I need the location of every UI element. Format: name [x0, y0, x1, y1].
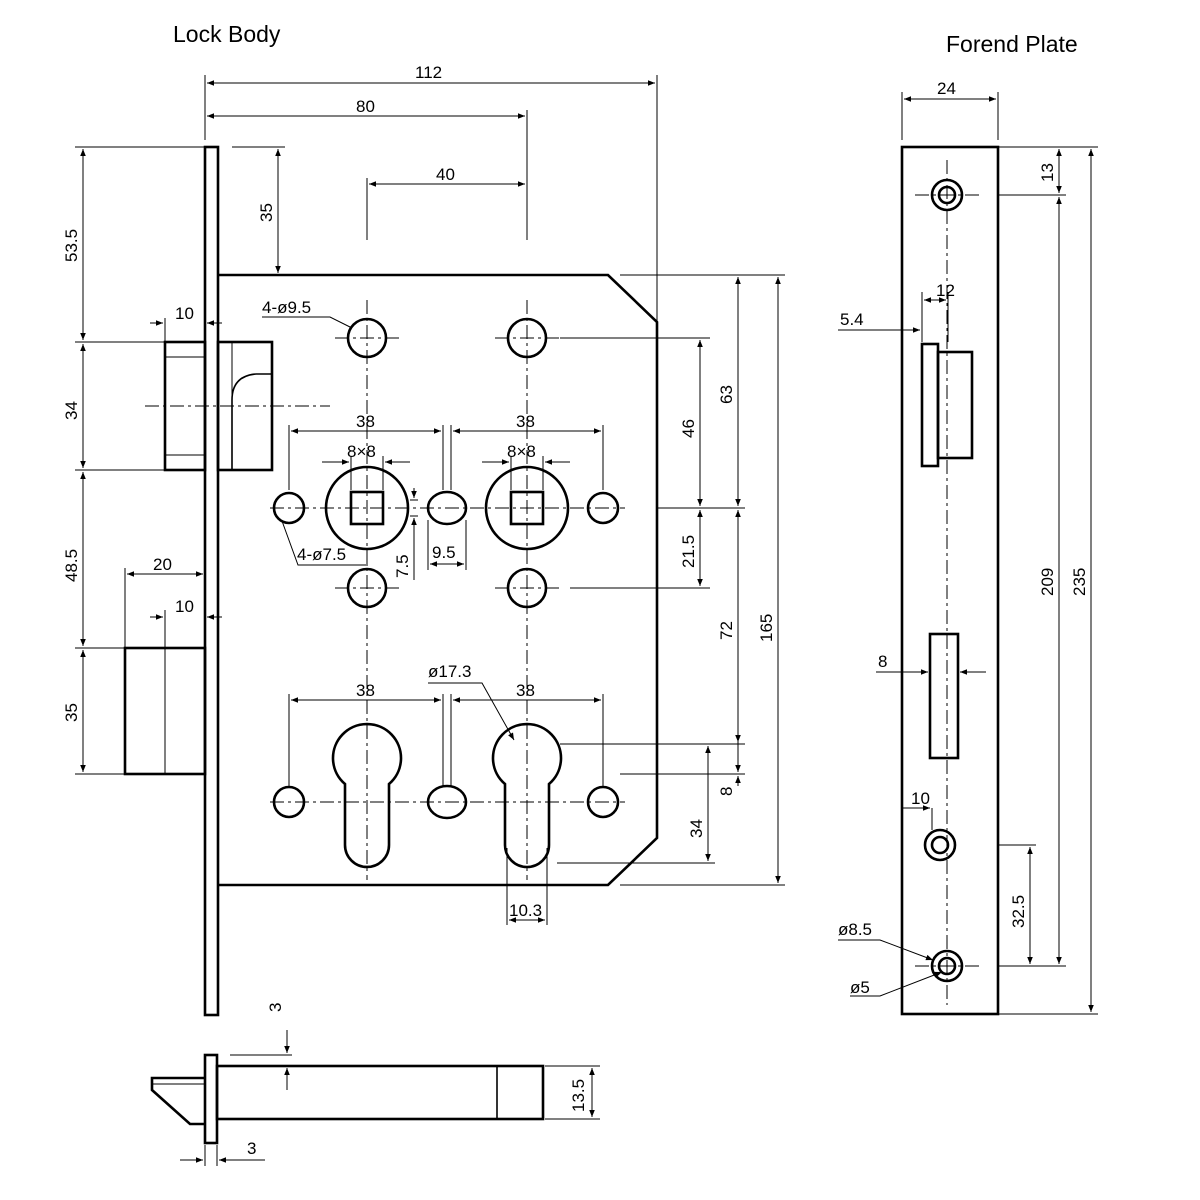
dim-32-5: 32.5: [1009, 895, 1028, 928]
dim-48-5: 48.5: [62, 549, 81, 582]
mounting-holes: [335, 317, 560, 609]
dim-38-a: 38: [356, 412, 375, 431]
lock-body-title: Lock Body: [173, 21, 281, 47]
dim-7-5: 7.5: [393, 554, 412, 578]
dim-53-5: 53.5: [62, 229, 81, 262]
dim-209: 209: [1038, 568, 1057, 596]
dim-165: 165: [757, 614, 776, 642]
dim-dia-17-3: ø17.3: [428, 662, 471, 681]
dim-8-forend: 8: [878, 652, 887, 671]
dim-8x8-b: 8×8: [507, 442, 536, 461]
dim-38-d: 38: [516, 681, 535, 700]
dim-8x8-a: 8×8: [347, 442, 376, 461]
dim-9-5: 9.5: [432, 543, 456, 562]
dim-24: 24: [937, 79, 956, 98]
dim-8: 8: [717, 787, 736, 796]
forend-plate-outline: [900, 145, 1000, 1016]
dim-80: 80: [356, 97, 375, 116]
forend-bolt-slot: [928, 632, 960, 760]
dim-13-5: 13.5: [569, 1079, 588, 1112]
dim-10-latch: 10: [175, 304, 194, 323]
dim-3-bottom: 3: [247, 1139, 256, 1158]
cylinder-cutouts: [331, 722, 563, 869]
lock-case-outline: [218, 273, 659, 887]
forend-plate-title: Forend Plate: [946, 31, 1078, 57]
dim-112: 112: [415, 63, 442, 82]
dim-38-c: 38: [356, 681, 375, 700]
dim-dia-8-5: ø8.5: [838, 920, 872, 939]
dim-34-latch: 34: [62, 401, 81, 420]
dim-40: 40: [436, 165, 455, 184]
forend-screw-holes: [915, 178, 980, 983]
follower-hubs: [324, 465, 570, 551]
dim-5-4: 5.4: [840, 310, 864, 329]
forend-latch-slot: [920, 342, 940, 468]
bolt-side-view: 3 13.5 3: [150, 1003, 600, 1166]
small-holes-row-1: [272, 490, 620, 526]
label-4-holes-9-5: 4-ø9.5: [262, 298, 311, 317]
dim-13: 13: [1038, 163, 1057, 182]
dim-72: 72: [717, 621, 736, 640]
lock-forend-strip: [203, 145, 220, 1017]
forend-plate-view: 24 13 209 235 32.5 12 5.4 8 10: [838, 79, 1098, 1016]
dim-46: 46: [679, 419, 698, 438]
dim-38-b: 38: [516, 412, 535, 431]
dim-3-top: 3: [266, 1003, 285, 1012]
dim-dia-5: ø5: [850, 978, 870, 997]
small-holes-row-2: [272, 784, 620, 820]
dim-34-cyl: 34: [687, 819, 706, 838]
dim-235: 235: [1070, 568, 1089, 596]
dim-12: 12: [936, 281, 955, 300]
dim-35-top: 35: [257, 203, 276, 222]
dim-10-bolt: 10: [175, 597, 194, 616]
dim-20: 20: [153, 555, 172, 574]
dim-10-forend: 10: [911, 789, 930, 808]
dim-21-5: 21.5: [679, 535, 698, 568]
dim-35-bolt: 35: [62, 703, 81, 722]
dim-10-3: 10.3: [509, 901, 542, 920]
dim-63: 63: [717, 385, 736, 404]
lock-body-view: 112 80 40 35 53.5 34 48.5 35 10 20: [62, 63, 785, 1017]
label-4-holes-7-5: 4-ø7.5: [297, 545, 346, 564]
latch-bolt: [145, 340, 330, 472]
